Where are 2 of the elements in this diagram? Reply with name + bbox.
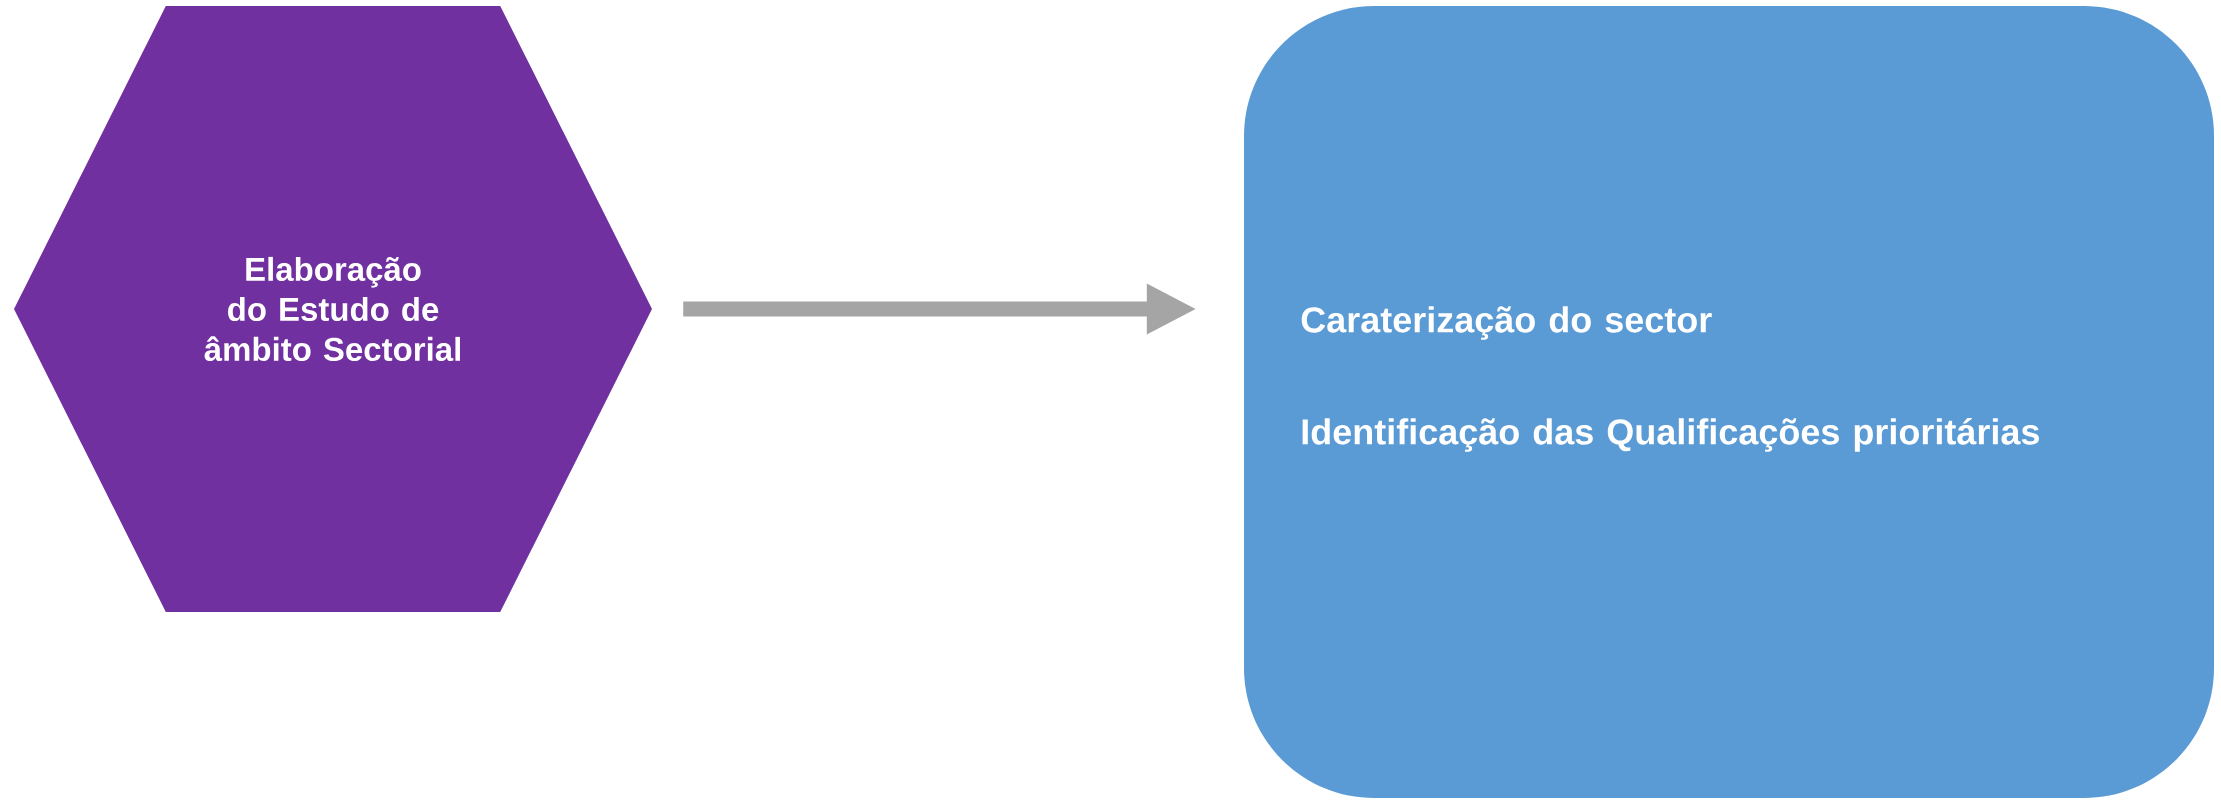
hexagon: Elaboração do Estudo de âmbito Sectorial [14,6,652,612]
rounded-box: Caraterização do sector Identificação das Qualificações prioritárias [1244,6,2214,798]
